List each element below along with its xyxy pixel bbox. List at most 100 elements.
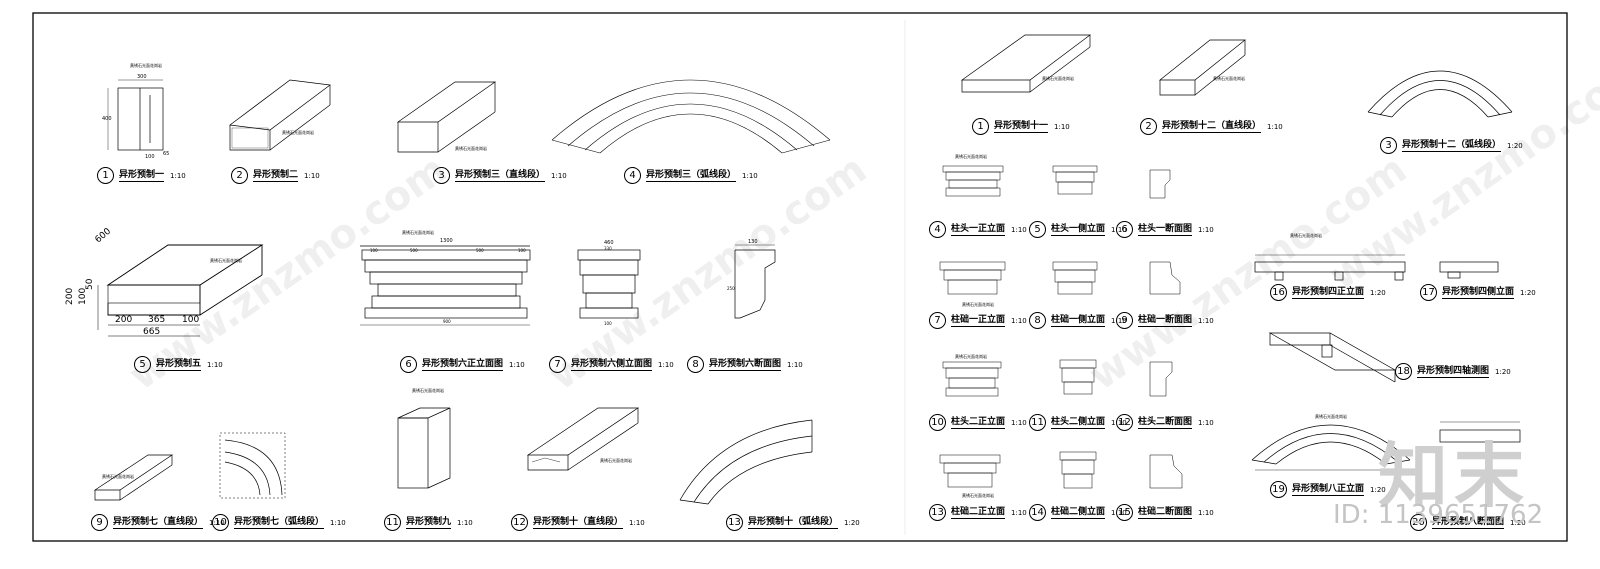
drawing-title: 柱头二侧立面: [1051, 416, 1106, 429]
drawing-number: 9: [91, 514, 108, 531]
column-capital-2: [942, 359, 1173, 397]
dim-text: 50: [85, 278, 95, 290]
drawing-number: 1: [972, 118, 989, 135]
drawing-label: 2 异形预制二 1:10: [231, 167, 320, 184]
part-r1-axonometric: [960, 34, 1092, 93]
drawing-title: 异形预制一: [119, 169, 165, 182]
drawing-label: 1 异形预制十一 1:10: [972, 118, 1070, 135]
drawing-number: 12: [511, 514, 528, 531]
drawing-scale: 1:20: [1370, 485, 1386, 494]
drawing-number: 3: [433, 167, 450, 184]
drawing-number: 8: [1029, 312, 1046, 329]
drawing-title: 异形预制六正立面图: [422, 358, 504, 371]
part-11-elevation: [397, 407, 451, 489]
drawing-title: 异形预制十二（直线段）: [1162, 120, 1262, 133]
drawing-scale: 1:20: [1520, 288, 1536, 297]
drawing-number: 19: [1270, 481, 1287, 498]
drawing-scale: 1:10: [787, 360, 803, 369]
drawing-number: 17: [1420, 284, 1437, 301]
column-base-2: [939, 451, 1183, 489]
drawing-number: 5: [1029, 221, 1046, 238]
drawing-number: 2: [231, 167, 248, 184]
drawing-title: 异形预制十二（弧线段）: [1402, 139, 1502, 152]
material-note: 黄锈石光面花岗岩: [1042, 75, 1074, 81]
part-1-elevation: [107, 79, 164, 151]
part-12-axonometric: [526, 407, 640, 471]
drawing-scale: 1:10: [1054, 122, 1070, 131]
drawing-title: 柱础二侧立面: [1051, 506, 1106, 519]
drawing-scale: 1:10: [330, 518, 346, 527]
dim-text: 100: [518, 248, 526, 253]
dim-text: 900: [443, 319, 451, 324]
drawing-title: 柱头二正立面: [951, 416, 1006, 429]
drawing-scale: 1:10: [304, 171, 320, 180]
drawing-number: 6: [1116, 221, 1133, 238]
drawing-title: 异形预制二: [253, 169, 299, 182]
drawing-scale: 1:10: [1011, 418, 1027, 427]
drawing-title: 异形预制四轴测图: [1417, 365, 1490, 378]
drawing-number: 14: [1029, 504, 1046, 521]
drawing-number: 10: [212, 514, 229, 531]
drawing-scale: 1:10: [551, 171, 567, 180]
column-base-1: [939, 261, 1181, 295]
drawing-title: 异形预制六断面图: [709, 358, 782, 371]
drawing-title: 柱础一断面图: [1138, 314, 1193, 327]
dim-text: 100: [370, 248, 378, 253]
drawing-number: 11: [384, 514, 401, 531]
drawing-number: 5: [134, 356, 151, 373]
drawing-scale: 1:10: [170, 171, 186, 180]
drawing-scale: 1:20: [1370, 288, 1386, 297]
drawing-title: 柱础二断面图: [1138, 506, 1193, 519]
dim-text: 100: [78, 288, 88, 305]
dim-text: 500: [410, 248, 418, 253]
part-17-side: [1439, 261, 1499, 279]
drawing-scale: 1:10: [457, 518, 473, 527]
material-note: 黄锈石光面花岗岩: [955, 153, 987, 159]
drawing-number: 11: [1029, 414, 1046, 431]
part-6-elevation: [360, 245, 531, 326]
drawing-number: 7: [549, 356, 566, 373]
part-20-section: [1439, 421, 1521, 443]
drawing-title: 异形预制六侧立面图: [571, 358, 653, 371]
dim-text: 665: [143, 327, 160, 337]
dim-text: 100: [182, 315, 199, 325]
material-note: 黄锈石光面花岗岩: [1290, 232, 1322, 238]
drawing-title: 柱础二正立面: [951, 506, 1006, 519]
dim-text: 65: [163, 151, 169, 157]
material-note: 黄锈石光面花岗岩: [600, 457, 632, 463]
drawing-number: 12: [1116, 414, 1133, 431]
drawing-title: 柱头一侧立面: [1051, 223, 1106, 236]
material-note: 黄锈石光面花岗岩: [455, 145, 487, 151]
drawing-number: 6: [400, 356, 417, 373]
part-r2-axonometric: [1159, 39, 1246, 96]
material-note: 黄锈石光面花岗岩: [282, 129, 314, 135]
drawing-title: 柱头一正立面: [951, 223, 1006, 236]
drawing-title: 柱础一正立面: [951, 314, 1006, 327]
dim-text: 460: [604, 240, 614, 246]
drawing-title: 柱头二断面图: [1138, 416, 1193, 429]
part-3-axonometric: [396, 81, 497, 153]
material-note: 黄锈石光面花岗岩: [102, 473, 134, 479]
drawing-scale: 1:10: [509, 360, 525, 369]
drawing-title: 异形预制十一: [994, 120, 1049, 133]
drawing-number: 3: [1380, 137, 1397, 154]
drawing-number: 4: [929, 221, 946, 238]
drawing-title: 异形预制五: [156, 358, 202, 371]
dim-text: 200: [115, 315, 132, 325]
